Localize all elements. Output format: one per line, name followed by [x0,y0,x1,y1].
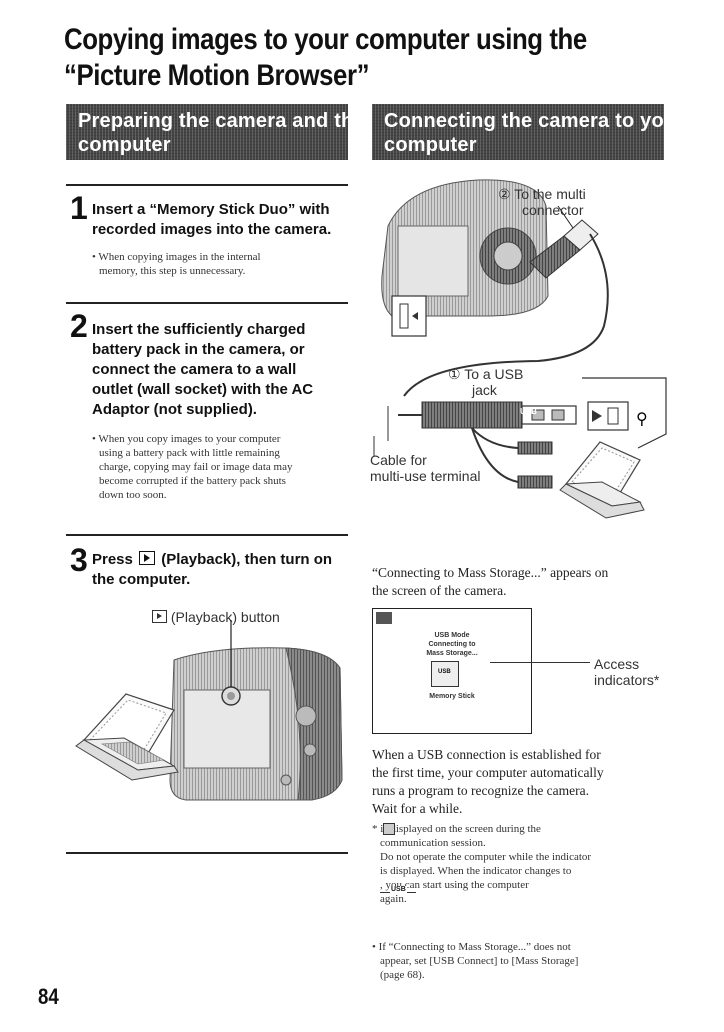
camera-screen: USB Mode Connecting to Mass Storage... U… [372,608,532,734]
multi-use-cable-callout: Cable for multi-use terminal [370,452,481,484]
access-indicator-leader [490,662,590,663]
step-note: • When you copy images to your computer … [92,433,293,501]
step-number: 1 [70,190,88,226]
camera-laptop-illustration [75,620,343,801]
page-title-line1: Copying images to your computer using th… [64,23,587,56]
footnote: * is displayed on the screen during the … [372,823,592,905]
usb-plug-label: USB [520,407,537,416]
step-number: 2 [70,308,88,344]
usb-idle-icon: USB [380,886,416,898]
right-section-banner: Connecting the camera to your computer [372,104,684,160]
page-number: 84 [38,984,59,1009]
left-section-banner: Preparing the camera and the computer [66,104,365,160]
step-heading: Insert the sufficiently charged battery … [92,321,314,418]
screen-connecting: Connecting to [428,641,476,648]
divider [66,852,348,854]
usb-connection-paragraph: When a USB connection is established for… [372,747,604,816]
step-heading: Insert a “Memory Stick Duo” with recorde… [92,201,332,238]
step-heading: Press (Playback), then turn on the compu… [92,551,333,588]
mass-storage-bullet: • If “Connecting to Mass Storage...” doe… [372,941,579,981]
playback-icon [139,551,156,565]
divider [66,184,348,186]
screen-storage: Mass Storage... [426,650,478,657]
screen-media: Memory Stick [429,693,475,700]
playback-icon [152,610,167,623]
usb-access-icon: USB [431,661,459,687]
usb-jack-callout: ① To a USB jack [448,366,524,398]
page-title: Copying images to your computer using th… [64,22,597,94]
step-note: • When copying images in the internal me… [92,251,261,277]
svg-text:⚲: ⚲ [636,409,648,428]
multi-connector-callout: ② To the multi connector [498,186,586,218]
page-title-line2: “Picture Motion Browser” [64,59,370,92]
divider [66,302,348,304]
playback-button-callout: (Playback) button [152,609,280,625]
access-indicator-callout: Access indicators* [594,656,660,688]
usb-access-icon [383,823,395,835]
divider [66,534,348,536]
connecting-message-text: “Connecting to Mass Storage...” appears … [372,565,609,598]
usb-connection-illustration: ⚲ [373,179,667,519]
step-number: 3 [70,542,88,578]
screen-mode: USB Mode [434,632,470,639]
recording-icon [376,612,392,624]
